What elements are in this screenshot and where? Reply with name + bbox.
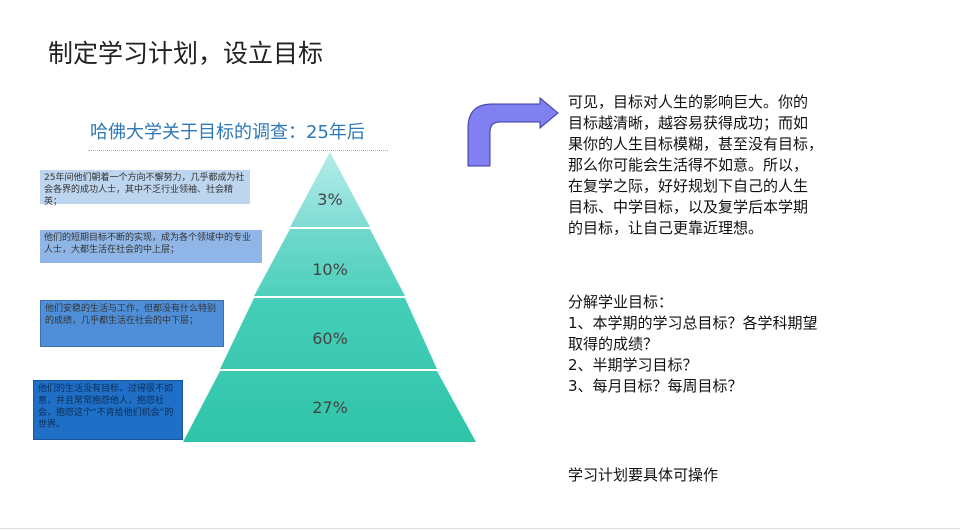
text-line: 分解学业目标： bbox=[568, 293, 674, 311]
pyramid-level-3 bbox=[220, 298, 437, 369]
text-line: 果你的人生目标模糊，甚至没有目标， bbox=[568, 135, 824, 153]
text-line: 3、每月目标？每周目标？ bbox=[568, 377, 743, 395]
pyramid-title-underline bbox=[88, 150, 388, 151]
text-line: 1、本学期的学习总目标？各学科期望 bbox=[568, 314, 818, 332]
level-description: 他们的短期目标不断的实现，成为各个领域中的专业人士，大都生活在社会的中上层； bbox=[40, 230, 262, 263]
pyramid-percent: 27% bbox=[312, 398, 348, 417]
goal-breakdown: 分解学业目标： 1、本学期的学习总目标？各学科期望 取得的成绩？ 2、半期学习目… bbox=[568, 292, 868, 397]
text-line: 2、半期学习目标？ bbox=[568, 356, 698, 374]
bottom-divider bbox=[0, 528, 960, 529]
text-line: 可见，目标对人生的影响巨大。你的 bbox=[568, 93, 809, 111]
text-line: 目标越清晰，越容易获得成功；而如 bbox=[568, 114, 809, 132]
curved-arrow-icon bbox=[467, 96, 559, 167]
level-description: 25年间他们朝着一个方向不懈努力，几乎都成为社会各界的成功人士，其中不乏行业领袖… bbox=[40, 170, 250, 207]
body-paragraph: 可见，目标对人生的影响巨大。你的 目标越清晰，越容易获得成功；而如 果你的人生目… bbox=[568, 92, 868, 239]
level-description: 他们的生活没有目标，过得很不如意，并且常常抱怨他人，抱怨社会，抱怨这个“不肯给他… bbox=[33, 380, 183, 440]
pyramid-level-4 bbox=[183, 371, 476, 442]
level-description: 他们安稳的生活与工作，但都没有什么特别的成绩，几乎都生活在社会的中下层； bbox=[40, 300, 224, 347]
pyramid-level-1 bbox=[290, 152, 370, 227]
pyramid-percent: 3% bbox=[317, 190, 343, 209]
pyramid-title: 哈佛大学关于目标的调查：25年后 bbox=[90, 122, 365, 143]
text-line: 在复学之际，好好规划下自己的人生 bbox=[568, 177, 809, 195]
pyramid-percent: 10% bbox=[312, 260, 348, 279]
text-line: 那么你可能会生活得不如意。所以， bbox=[568, 156, 809, 174]
footer-note: 学习计划要具体可操作 bbox=[568, 466, 719, 484]
text-line: 的目标，让自己更靠近理想。 bbox=[568, 219, 764, 237]
slide-title: 制定学习计划，设立目标 bbox=[48, 39, 324, 68]
text-line: 取得的成绩？ bbox=[568, 335, 659, 353]
pyramid-percent: 60% bbox=[312, 329, 348, 348]
text-line: 目标、中学目标，以及复学后本学期 bbox=[568, 198, 809, 216]
pyramid-level-2 bbox=[254, 229, 405, 296]
